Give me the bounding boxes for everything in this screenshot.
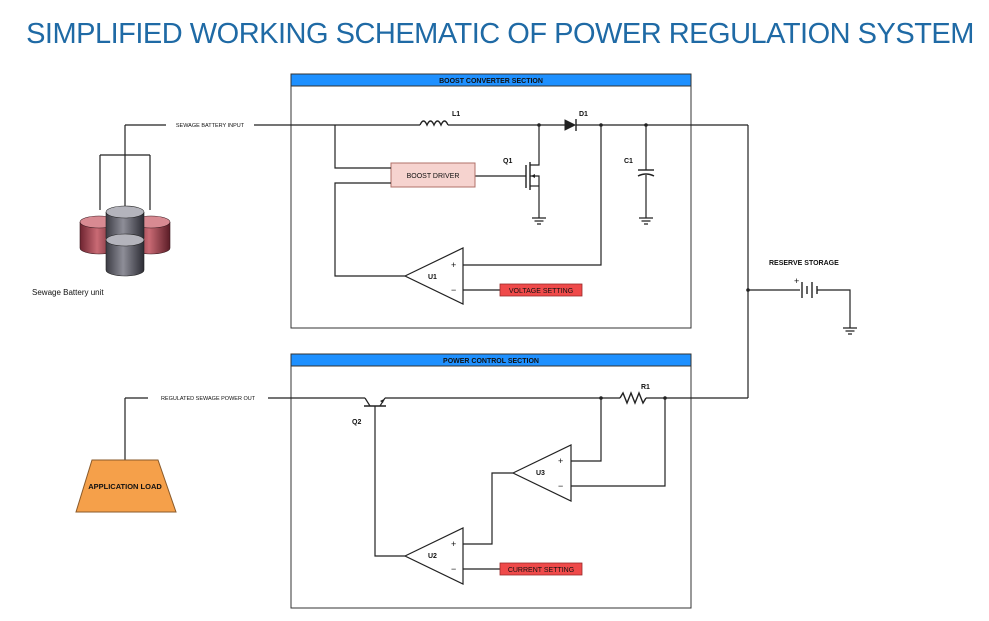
sewage-battery-unit: Sewage Battery unit — [32, 205, 171, 297]
u2-minus-sign: − — [451, 564, 456, 574]
inductor-l1 — [419, 120, 449, 127]
boost-driver-label: BOOST DRIVER — [407, 173, 460, 180]
voltage-setting-label: VOLTAGE SETTING — [509, 288, 573, 295]
l1-label: L1 — [452, 111, 460, 118]
application-load-label: APPLICATION LOAD — [88, 482, 162, 491]
boost-section-title: BOOST CONVERTER SECTION — [439, 78, 543, 85]
power-section-title: POWER CONTROL SECTION — [443, 358, 539, 365]
opamp-u2: U2 + − — [403, 527, 464, 585]
battery-input-wiring: SEWAGE BATTERY INPUT — [99, 121, 420, 210]
u2-plus-sign: + — [451, 539, 456, 549]
power-control-circuit: REGULATED SEWAGE POWER OUT Q2 R1 U3 + − — [124, 384, 748, 585]
q1-label: Q1 — [503, 158, 512, 165]
u1-label: U1 — [428, 274, 437, 281]
c1-label: C1 — [624, 158, 633, 165]
page-title: SIMPLIFIED WORKING SCHEMATIC OF POWER RE… — [26, 18, 974, 50]
battery-cylinder — [105, 233, 145, 277]
u3-label: U3 — [536, 470, 545, 477]
battery-input-label: SEWAGE BATTERY INPUT — [176, 123, 245, 129]
reserve-storage-label: RESERVE STORAGE — [769, 260, 839, 267]
transistor-q2 — [364, 397, 405, 557]
resistor-r1 — [619, 391, 647, 405]
u3-minus-sign: − — [558, 481, 563, 491]
regulated-out-label: REGULATED SEWAGE POWER OUT — [161, 396, 256, 402]
opamp-u3: U3 + − — [511, 444, 572, 502]
application-load: APPLICATION LOAD — [75, 459, 177, 513]
current-setting-block — [499, 562, 583, 576]
r1-label: R1 — [641, 384, 650, 391]
u3-plus-sign: + — [558, 456, 563, 466]
battery-unit-label: Sewage Battery unit — [32, 288, 104, 297]
opamp-u1: U1 + − — [403, 247, 464, 305]
boost-section-frame — [290, 73, 692, 329]
q2-label: Q2 — [352, 419, 361, 426]
mosfet-q1 — [475, 125, 546, 225]
u2-label: U2 — [428, 553, 437, 560]
capacitor-c1 — [637, 125, 655, 225]
u1-minus-sign: − — [451, 285, 456, 295]
boost-driver-block — [390, 162, 476, 188]
boost-converter-section: BOOST CONVERTER SECTION — [290, 73, 692, 329]
voltage-setting-block — [499, 283, 583, 297]
power-section-header — [290, 353, 692, 367]
boost-section-header — [290, 73, 692, 87]
boost-circuit: L1 D1 Q1 — [334, 111, 748, 305]
reserve-storage-branch: + RESERVE STORAGE — [746, 125, 857, 398]
u1-plus-sign: + — [451, 260, 456, 270]
reserve-plus-sign: + — [794, 276, 799, 286]
reserve-battery-symbol: + — [794, 276, 818, 298]
d1-label: D1 — [579, 111, 588, 118]
current-setting-label: CURRENT SETTING — [508, 567, 574, 574]
